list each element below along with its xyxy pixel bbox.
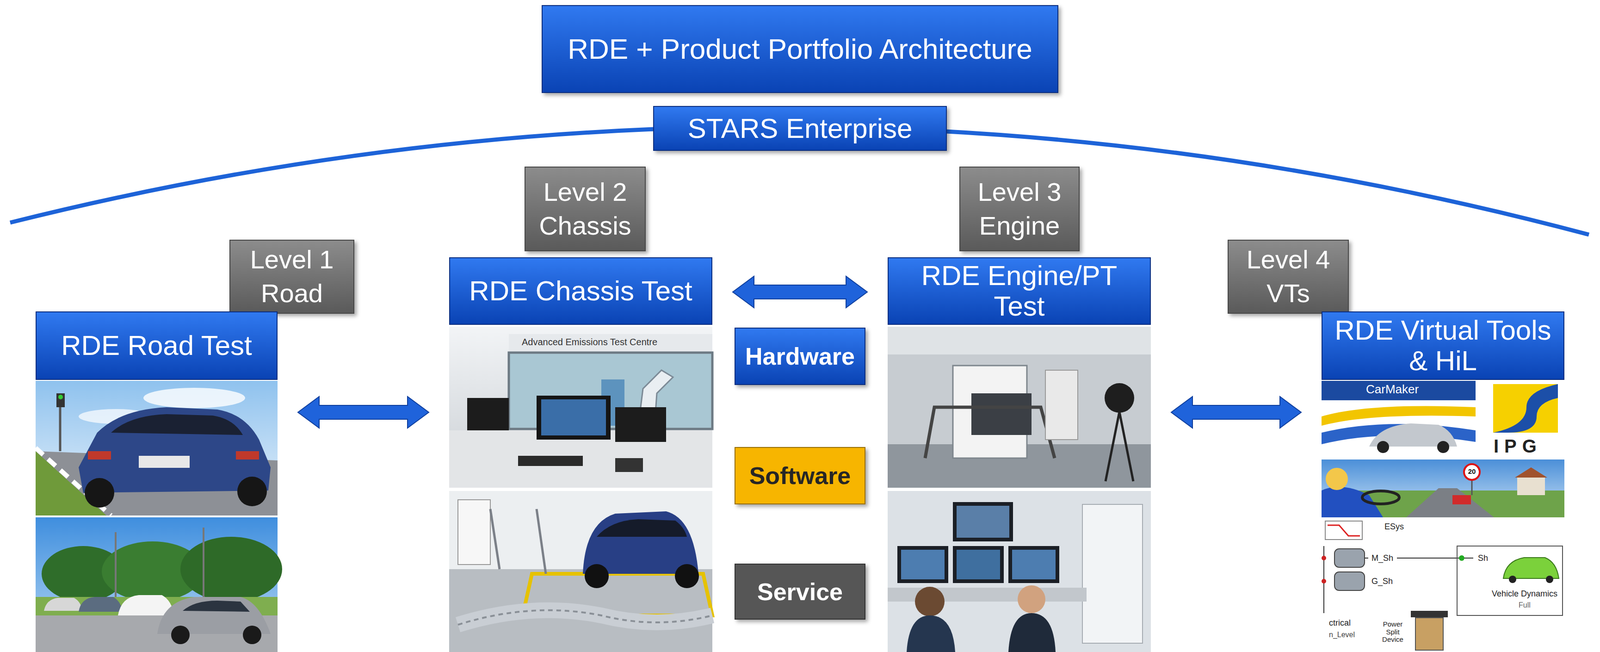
road-photo [35, 380, 278, 516]
test-panel: RDE Engine/PT Test [887, 257, 1151, 652]
chassis-dyno-photo [449, 490, 713, 652]
box-label: Service [757, 577, 843, 606]
box-label: Level 3 Engine [965, 175, 1074, 243]
panel-header: RDE Road Test [35, 311, 278, 380]
panel-header: RDE Chassis Test [449, 257, 713, 325]
test-panel: RDE Road Test [35, 311, 278, 652]
level-tag: Level 1 Road [229, 239, 355, 314]
control-room-photo [449, 326, 713, 488]
double-arrow [297, 396, 429, 428]
title-box: RDE + Product Portfolio Architecture [541, 5, 1059, 93]
road-photo [35, 517, 283, 652]
box-label: Level 2 Chassis [531, 175, 640, 243]
test-panel: RDE Chassis Test [449, 257, 713, 652]
category-box: Service [734, 563, 866, 620]
image-label: IPG [1492, 435, 1544, 457]
panel-header: RDE Virtual Tools & HiL [1321, 311, 1565, 380]
driving-simulator-scene [1321, 459, 1565, 518]
level-tag: Level 2 Chassis [524, 166, 646, 252]
level-tag: Level 4 VTs [1227, 239, 1349, 314]
panel-header: RDE Engine/PT Test [887, 257, 1151, 325]
double-arrow [732, 276, 868, 308]
image-label: Vehicle Dynamics [1490, 588, 1559, 600]
box-label: Level 1 Road [235, 242, 348, 311]
image-label: ctrical [1327, 617, 1353, 629]
ipg-logo [1475, 380, 1565, 458]
image-label: 20 [1466, 467, 1478, 476]
image-label: G_Sh [1370, 576, 1395, 587]
image-label: ESys [1383, 521, 1406, 532]
engine-cell-photo [887, 326, 1151, 488]
box-label: Software [749, 461, 852, 490]
image-label: M_Sh [1370, 553, 1395, 564]
double-arrow [1171, 396, 1302, 428]
enterprise-box: STARS Enterprise [653, 105, 947, 151]
control-room-photo [887, 490, 1151, 652]
box-label: Level 4 VTs [1234, 242, 1343, 311]
software-screenshot [1321, 380, 1476, 458]
category-box: Hardware [734, 327, 866, 385]
category-box: Software [734, 446, 866, 505]
image-label: CarMaker [1364, 382, 1421, 397]
image-label: Full [1517, 600, 1533, 610]
image-label: n_Level [1327, 630, 1357, 640]
box-label: STARS Enterprise [687, 111, 913, 146]
simulation-schematic [1321, 518, 1565, 652]
box-label: Hardware [745, 342, 855, 371]
image-label: Power Split Device [1374, 619, 1411, 644]
image-label: Sh [1476, 553, 1490, 564]
level-tag: Level 3 Engine [959, 166, 1080, 252]
image-label: Advanced Emissions Test Centre [520, 336, 659, 348]
box-label: RDE + Product Portfolio Architecture [567, 31, 1033, 67]
